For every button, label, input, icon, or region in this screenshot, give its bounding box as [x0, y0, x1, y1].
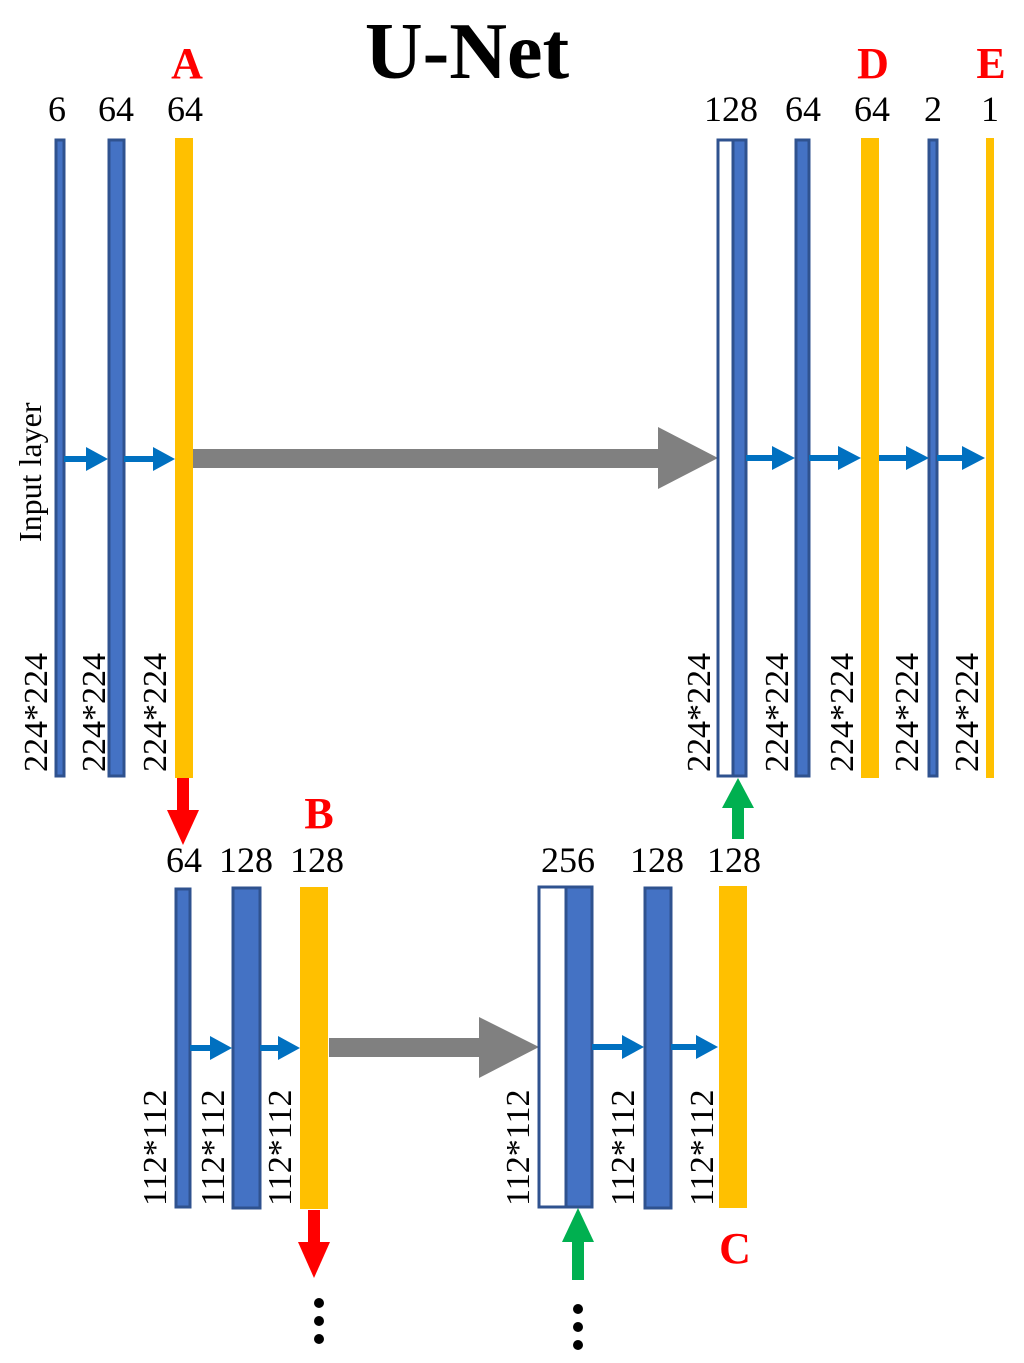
channel-label-l5: 64: [785, 89, 821, 129]
channel-label-m5: 128: [630, 840, 684, 880]
downsample-arrow-1: [167, 778, 199, 845]
size-label-l7: 224*224: [889, 653, 926, 772]
channel-label-m4: 256: [541, 840, 595, 880]
conv-bar-128-b1: [231, 886, 262, 1210]
size-label-l5: 224*224: [759, 653, 796, 772]
concat-bar-blue-bottom: [564, 885, 594, 1209]
size-label-m5: 112*112: [605, 1090, 642, 1206]
channel-label-l1: 6: [48, 89, 66, 129]
channel-label-l7: 2: [924, 89, 942, 129]
size-label-l8: 224*224: [949, 653, 986, 772]
conv-arrow-4: [809, 446, 861, 470]
size-label-m6: 112*112: [684, 1090, 721, 1206]
conv-arrow-8: [260, 1036, 300, 1060]
channel-label-l6: 64: [854, 89, 890, 129]
size-label-l4: 224*224: [681, 653, 718, 772]
pool-bar-a: [175, 138, 193, 778]
channel-label-l4: 128: [704, 89, 758, 129]
conv-bar-64-b: [174, 887, 192, 1209]
marker-c: C: [719, 1224, 751, 1273]
conv-arrow-10: [671, 1035, 718, 1059]
conv-arrow-5: [879, 446, 929, 470]
size-label-l2: 224*224: [76, 653, 113, 772]
conv-arrow-3: [746, 446, 795, 470]
upsample-arrow-2: [562, 1208, 594, 1280]
concat-bar-white-top: [716, 138, 735, 778]
size-label-m2: 112*112: [195, 1090, 232, 1206]
conv-arrow-1: [64, 447, 108, 471]
conv-arrow-6: [937, 446, 985, 470]
channel-label-m6: 128: [707, 840, 761, 880]
marker-a: A: [171, 39, 203, 88]
conv-bar-2: [927, 138, 939, 778]
marker-b: B: [304, 789, 333, 838]
size-label-m1: 112*112: [137, 1090, 174, 1206]
size-label-m4: 112*112: [500, 1090, 537, 1206]
channel-label-m1: 64: [166, 840, 202, 880]
marker-e: E: [976, 39, 1005, 88]
conv-arrow-7: [190, 1036, 232, 1060]
pool-bar-c: [719, 886, 747, 1208]
channel-label-m3: 128: [290, 840, 344, 880]
pool-bar-b: [300, 887, 328, 1209]
pool-bar-d: [861, 138, 879, 778]
upsample-arrow-1: [722, 778, 754, 839]
size-label-l1: 224*224: [18, 653, 55, 772]
diagram-title: U-Net: [365, 8, 570, 96]
size-label-m3: 112*112: [262, 1090, 299, 1206]
channel-label-l8: 1: [981, 89, 999, 129]
conv-bar-128-c1: [643, 886, 673, 1210]
channel-label-l2: 64: [98, 89, 134, 129]
concat-bar-blue-top: [731, 138, 748, 778]
marker-d: D: [857, 39, 889, 88]
skip-connection-bottom: [329, 1017, 539, 1078]
input-layer-bar: [54, 138, 66, 778]
output-bar-e: [986, 138, 994, 778]
concat-bar-white-bottom: [537, 885, 568, 1209]
skip-connection-top: [193, 427, 718, 489]
channel-label-m2: 128: [219, 840, 273, 880]
size-label-l6: 224*224: [824, 653, 861, 772]
size-label-l3: 224*224: [137, 653, 174, 772]
downsample-arrow-2: [298, 1210, 330, 1278]
continuation-dots-right: [573, 1304, 583, 1350]
conv-bar-64-d1: [794, 138, 811, 778]
continuation-dots-left: [314, 1298, 324, 1344]
conv-arrow-2: [124, 447, 175, 471]
conv-arrow-9: [592, 1035, 644, 1059]
input-layer-label: Input layer: [12, 402, 48, 542]
channel-label-l3: 64: [167, 89, 203, 129]
